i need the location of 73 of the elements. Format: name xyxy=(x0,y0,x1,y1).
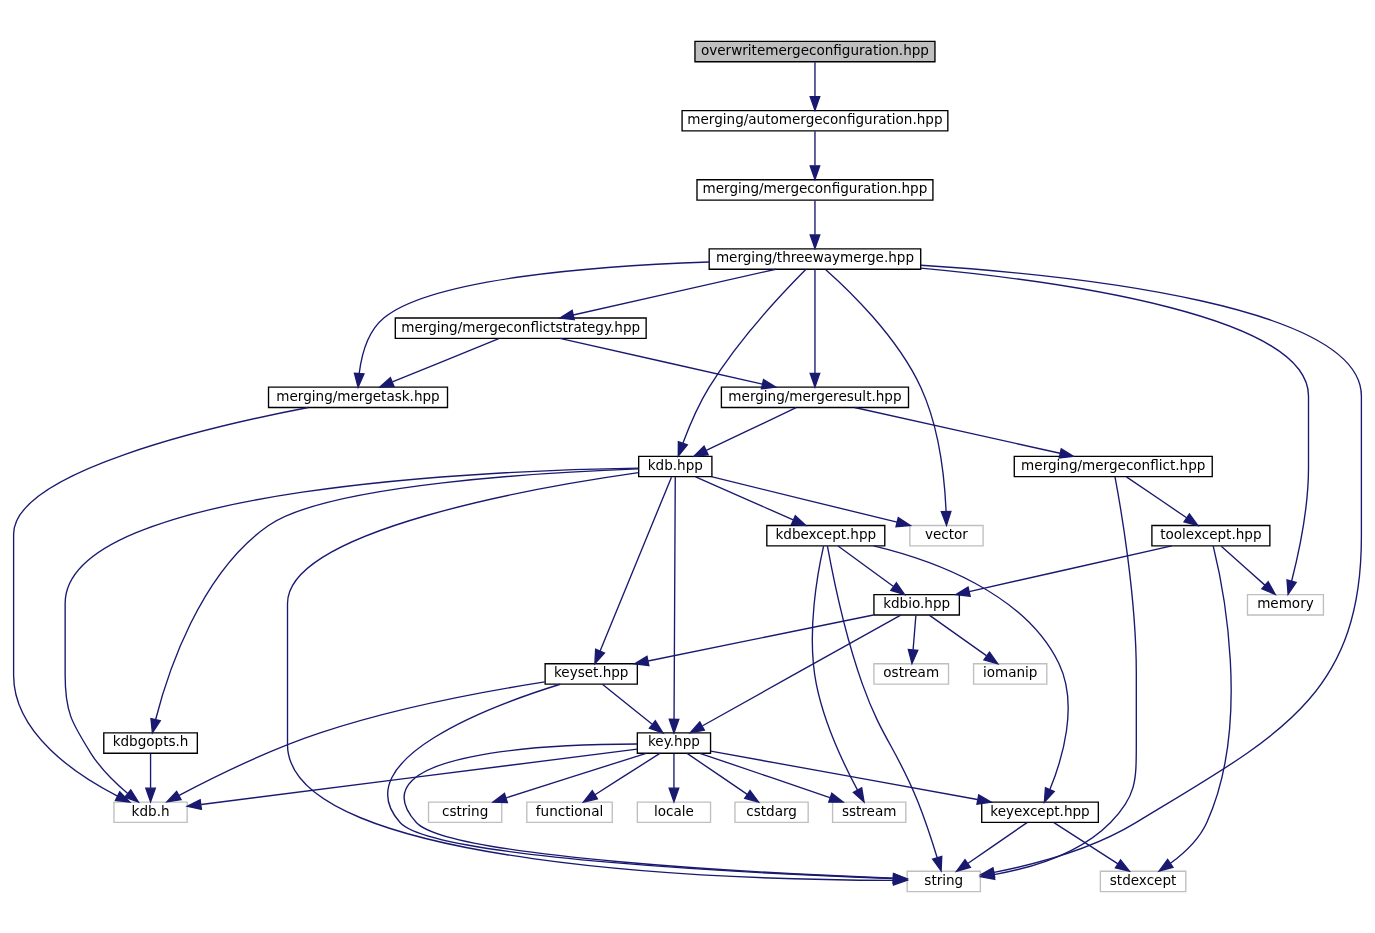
node-box: ostream xyxy=(873,663,950,685)
arrow xyxy=(601,683,665,735)
arrow xyxy=(1125,476,1200,527)
arrow xyxy=(826,545,943,873)
arrow xyxy=(837,545,907,596)
arrow xyxy=(699,752,846,803)
arrow xyxy=(825,268,952,528)
arrow xyxy=(694,476,808,527)
node-box: kdb.hpp xyxy=(638,455,713,478)
node-box: locale xyxy=(636,801,712,824)
arrow xyxy=(668,476,680,735)
arrow xyxy=(686,752,761,804)
arrow xyxy=(809,61,821,113)
node-box: kdbio.hpp xyxy=(873,593,961,616)
arrow xyxy=(559,337,778,390)
arrow xyxy=(353,261,710,390)
arrow xyxy=(1053,821,1132,873)
arrow xyxy=(809,199,821,251)
node-box: memory xyxy=(1246,593,1325,616)
arrow xyxy=(668,753,680,804)
arrow xyxy=(491,752,647,804)
node-box: stdexcept xyxy=(1099,870,1187,893)
arrow xyxy=(920,267,1310,597)
arrow xyxy=(710,750,994,806)
node-box: functional xyxy=(526,801,613,824)
arrow xyxy=(809,130,821,182)
arrow xyxy=(809,268,821,389)
node-box: keyset.hpp xyxy=(544,663,638,685)
node-box: cstdarg xyxy=(734,801,809,824)
node-box: merging/automergeconfiguration.hpp xyxy=(681,109,949,132)
node-box: kdbgopts.h xyxy=(103,732,198,754)
arrow xyxy=(594,476,673,666)
node-box: kdbexcept.hpp xyxy=(766,524,886,547)
arrow xyxy=(691,407,797,458)
arrow xyxy=(710,476,913,528)
node-box: merging/mergeresult.hpp xyxy=(720,386,910,409)
node-box: overwritemergeconfiguration.hpp xyxy=(694,40,936,63)
arrow xyxy=(688,614,902,734)
arrow xyxy=(1220,545,1277,596)
node-box: merging/mergetask.hpp xyxy=(267,386,449,409)
arrow xyxy=(853,406,1076,459)
node-box: vector xyxy=(909,524,984,547)
arrow xyxy=(1157,545,1232,873)
arrow xyxy=(872,545,1069,804)
arrow xyxy=(953,545,1173,597)
node-box: merging/threewaymerge.hpp xyxy=(708,248,922,270)
node-box: merging/mergeconflictstrategy.hpp xyxy=(394,317,647,340)
node-box: merging/mergeconfiguration.hpp xyxy=(696,179,934,201)
arrow xyxy=(811,545,866,804)
arrow xyxy=(557,268,777,321)
arrow xyxy=(185,748,638,811)
node-box: keyexcept.hpp xyxy=(981,801,1099,824)
arrow xyxy=(150,468,640,735)
node-box: key.hpp xyxy=(636,732,712,754)
arrow xyxy=(632,614,875,667)
arrow xyxy=(144,753,157,804)
arrow xyxy=(907,614,919,666)
arrow xyxy=(377,337,500,388)
arrow xyxy=(581,752,661,804)
node-box: toolexcept.hpp xyxy=(1151,524,1271,547)
arrow xyxy=(954,821,1028,873)
node-box: merging/mergeconflict.hpp xyxy=(1013,455,1213,478)
arrow xyxy=(928,614,1000,665)
node-box: iomanip xyxy=(972,663,1048,685)
arrow xyxy=(12,406,309,803)
node-box: cstring xyxy=(427,801,503,824)
arrow xyxy=(404,743,909,884)
node-box: sstream xyxy=(831,801,907,824)
arrow xyxy=(64,467,640,804)
node-box: kdb.h xyxy=(113,801,188,824)
arrow xyxy=(165,681,546,803)
arrow xyxy=(677,268,807,459)
node-box: string xyxy=(906,870,982,893)
